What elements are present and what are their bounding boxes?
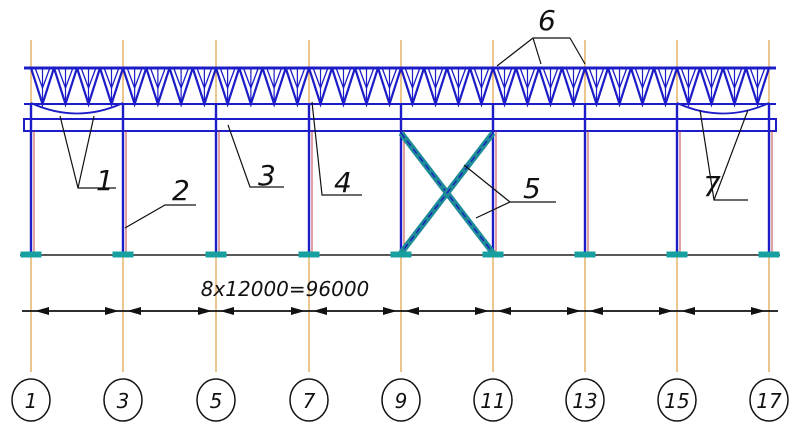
axis-bubble: [381, 378, 421, 422]
dimension-arrow: [383, 307, 397, 315]
vertical-bracing: [398, 131, 496, 255]
dimension-arrow: [220, 307, 234, 315]
column-base: [20, 251, 42, 258]
dimension-arrow: [313, 307, 327, 315]
axis-label: 17: [756, 389, 782, 413]
leader-5b: [475, 201, 511, 219]
leader-1b: [77, 115, 95, 189]
column-base: [205, 251, 227, 258]
dimension-arrow: [681, 307, 695, 315]
callout-5: 5: [523, 172, 541, 205]
column-base: [666, 251, 688, 258]
dimension-arrow: [497, 307, 511, 315]
leader-5: [463, 164, 556, 203]
dimension-arrow: [659, 307, 673, 315]
callout-6: 6: [538, 4, 556, 37]
dimension-line: [22, 307, 778, 315]
leader-6b: [532, 37, 542, 65]
leader-7b: [713, 109, 749, 201]
leader-4: [311, 101, 362, 196]
axis-bubble: [196, 378, 236, 422]
columns: [29, 104, 773, 255]
axis-bubble: [657, 378, 697, 422]
axis-bubble: [749, 378, 789, 422]
dimension-arrow: [405, 307, 419, 315]
callout-3: 3: [258, 159, 276, 192]
callout-2: 2: [172, 174, 190, 207]
axis-bubble: [103, 378, 143, 422]
column-base: [390, 251, 412, 258]
dimension-arrow: [105, 307, 119, 315]
brace-centerline: [400, 132, 494, 254]
axis-label: 11: [480, 389, 505, 413]
axis-label: 7: [303, 389, 316, 413]
ground-line: [20, 251, 780, 258]
leader-2: [124, 204, 196, 229]
axis-label: 3: [117, 389, 130, 413]
dimension-arrow: [35, 307, 49, 315]
leader-3: [227, 124, 284, 188]
dimension-arrow: [567, 307, 581, 315]
dimension-arrow: [751, 307, 765, 315]
leader-6: [496, 37, 570, 67]
axis-label: 15: [664, 389, 689, 413]
callout-1: 1: [96, 164, 114, 197]
axis-label: 5: [210, 389, 223, 413]
axis-bubble: [289, 378, 329, 422]
column-base: [758, 251, 780, 258]
column-base: [112, 251, 134, 258]
axis-bubble: [11, 378, 51, 422]
axis-label: 9: [395, 389, 408, 413]
leader-6c: [569, 37, 586, 65]
column-base: [298, 251, 320, 258]
callout-7: 7: [703, 170, 721, 203]
callout-leaders: [59, 37, 749, 229]
end-tie-right: [676, 102, 770, 115]
axis-bubble: [565, 378, 605, 422]
column-base: [574, 251, 596, 258]
dimension-arrow: [291, 307, 305, 315]
axis-bubble: [473, 378, 513, 422]
axis-label: 1: [25, 389, 38, 413]
dimension-arrow: [127, 307, 141, 315]
callout-4: 4: [334, 166, 352, 199]
end-tie-left: [30, 102, 124, 115]
dimension-arrow: [475, 307, 489, 315]
column-base: [482, 251, 504, 258]
roof-truss: [24, 66, 776, 115]
dimension-arrow: [198, 307, 212, 315]
axis-label: 13: [572, 389, 597, 413]
span-dimension-text: 8x12000=96000: [201, 277, 370, 301]
dimension-arrow: [589, 307, 603, 315]
